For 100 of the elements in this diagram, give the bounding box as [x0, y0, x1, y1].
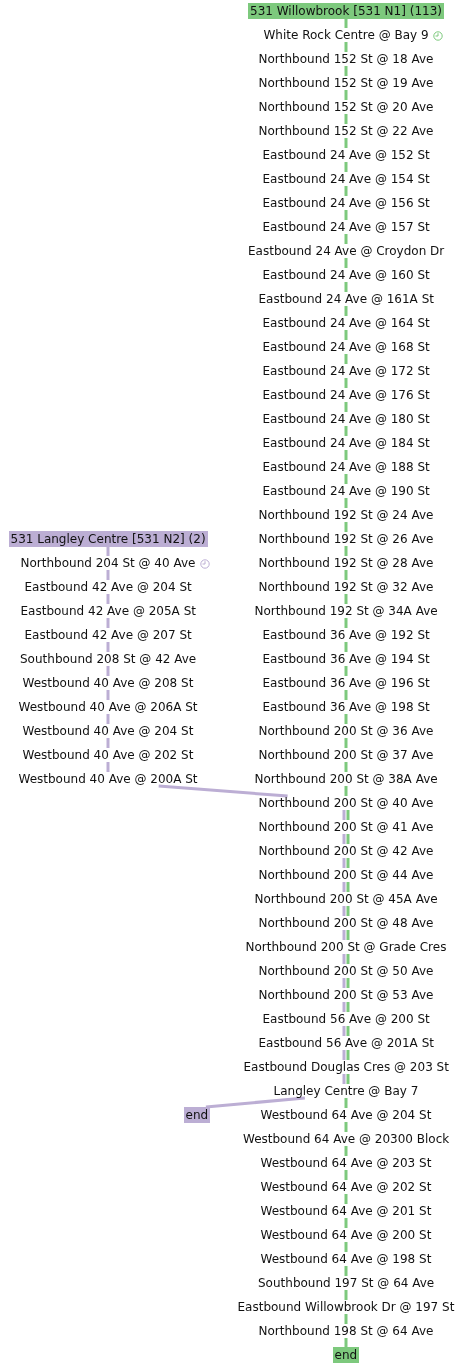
route-line [342, 834, 346, 844]
stop-label: Eastbound 24 Ave @ 156 St [261, 196, 431, 210]
stop-label: Eastbound 24 Ave @ 184 St [261, 436, 431, 450]
route-line [344, 1266, 348, 1276]
route-line [158, 784, 288, 798]
route-line [344, 42, 348, 52]
route-line [346, 954, 350, 964]
route-line [344, 306, 348, 316]
stop-label: Northbound 200 St @ Grade Cres [244, 940, 448, 954]
stop-label: Eastbound 24 Ave @ 160 St [261, 268, 431, 282]
stop-label: Northbound 200 St @ 45A Ave [253, 892, 439, 906]
route-line [346, 834, 350, 844]
stop-label: Southbound 208 St @ 42 Ave [19, 652, 198, 666]
stop-label: Northbound 204 St @ 40 Ave [19, 556, 197, 570]
stop-label: Westbound 64 Ave @ 203 St [259, 1156, 433, 1170]
stop-label: Westbound 64 Ave @ 198 St [259, 1252, 433, 1266]
stop-label: Eastbound 24 Ave @ 154 St [261, 172, 431, 186]
stop-label: Eastbound 56 Ave @ 200 St [261, 1012, 431, 1026]
route-line [344, 618, 348, 628]
route-line [342, 930, 346, 940]
stop-label: Northbound 192 St @ 34A Ave [253, 604, 439, 618]
stop-label: Eastbound 36 Ave @ 192 St [261, 628, 431, 642]
route-line [344, 1290, 348, 1300]
stop-label: Northbound 200 St @ 40 Ave [257, 796, 435, 810]
route-line [342, 978, 346, 988]
route-line [344, 186, 348, 196]
stop-label: Westbound 64 Ave @ 204 St [259, 1108, 433, 1122]
route-line [344, 570, 348, 580]
route-line [344, 1170, 348, 1180]
route-line [344, 522, 348, 532]
stop-label: Eastbound Douglas Cres @ 203 St [242, 1060, 450, 1074]
route-line [342, 906, 346, 916]
route-line [344, 210, 348, 220]
route-line [106, 594, 110, 604]
route-line [346, 978, 350, 988]
route-line [346, 1002, 350, 1012]
route-line [106, 666, 110, 676]
stop-label: Eastbound 36 Ave @ 198 St [261, 700, 431, 714]
route-line [342, 1074, 346, 1084]
stop-label: Westbound 40 Ave @ 202 St [21, 748, 195, 762]
route-line [344, 1098, 348, 1108]
route-line [344, 666, 348, 676]
route-line [344, 786, 348, 796]
route-line [106, 714, 110, 724]
stop-label: Eastbound 24 Ave @ 176 St [261, 388, 431, 402]
stop-label: Eastbound 42 Ave @ 207 St [23, 628, 193, 642]
route-line [344, 1242, 348, 1252]
stop-label: Northbound 152 St @ 19 Ave [257, 76, 435, 90]
route-line [344, 234, 348, 244]
route-line [344, 354, 348, 364]
route-line [106, 690, 110, 700]
stop-label: Westbound 64 Ave @ 20300 Block [242, 1132, 451, 1146]
route-line [344, 642, 348, 652]
route-line [106, 618, 110, 628]
route-line [346, 930, 350, 940]
stop-label: White Rock Centre @ Bay 9 [262, 28, 430, 42]
route-line [346, 810, 350, 820]
route-line [344, 258, 348, 268]
stop-label: Northbound 192 St @ 26 Ave [257, 532, 435, 546]
stop-label: Eastbound 36 Ave @ 196 St [261, 676, 431, 690]
route-line [344, 1218, 348, 1228]
route-line [106, 570, 110, 580]
route-line [344, 546, 348, 556]
stop-label: Eastbound 24 Ave @ 164 St [261, 316, 431, 330]
route-line [344, 450, 348, 460]
route-line [344, 378, 348, 388]
route-line [344, 138, 348, 148]
stop-label: Northbound 198 St @ 64 Ave [257, 1324, 435, 1338]
stop-label: Westbound 40 Ave @ 206A St [17, 700, 199, 714]
route-end-label: end [332, 1347, 360, 1363]
route-line [346, 1026, 350, 1036]
route-line [205, 1096, 305, 1109]
stop-label: Westbound 40 Ave @ 204 St [21, 724, 195, 738]
route-line [344, 690, 348, 700]
stop-label: Northbound 200 St @ 37 Ave [257, 748, 435, 762]
route-line [106, 738, 110, 748]
route-line [106, 642, 110, 652]
route-header: 531 Langley Centre [531 N2] (2) [8, 531, 208, 547]
route-line [344, 402, 348, 412]
route-line [342, 1026, 346, 1036]
route-line [342, 1050, 346, 1060]
stop-label: Eastbound 24 Ave @ 168 St [261, 340, 431, 354]
route-line [342, 954, 346, 964]
route-line [344, 738, 348, 748]
stop-label: Northbound 200 St @ 42 Ave [257, 844, 435, 858]
stop-label: Eastbound 24 Ave @ 180 St [261, 412, 431, 426]
stop-label: Northbound 152 St @ 22 Ave [257, 124, 435, 138]
route-line [344, 714, 348, 724]
stop-label: Eastbound 24 Ave @ 172 St [261, 364, 431, 378]
route-line [344, 1314, 348, 1324]
route-line [346, 906, 350, 916]
stop-label: Eastbound 42 Ave @ 204 St [23, 580, 193, 594]
route-line [342, 858, 346, 868]
route-line [342, 810, 346, 820]
route-line [344, 282, 348, 292]
route-line [346, 858, 350, 868]
stop-label: Eastbound 42 Ave @ 205A St [19, 604, 197, 618]
route-line [342, 1002, 346, 1012]
stop-label: Eastbound 24 Ave @ Croydon Dr [247, 244, 446, 258]
route-line [344, 114, 348, 124]
